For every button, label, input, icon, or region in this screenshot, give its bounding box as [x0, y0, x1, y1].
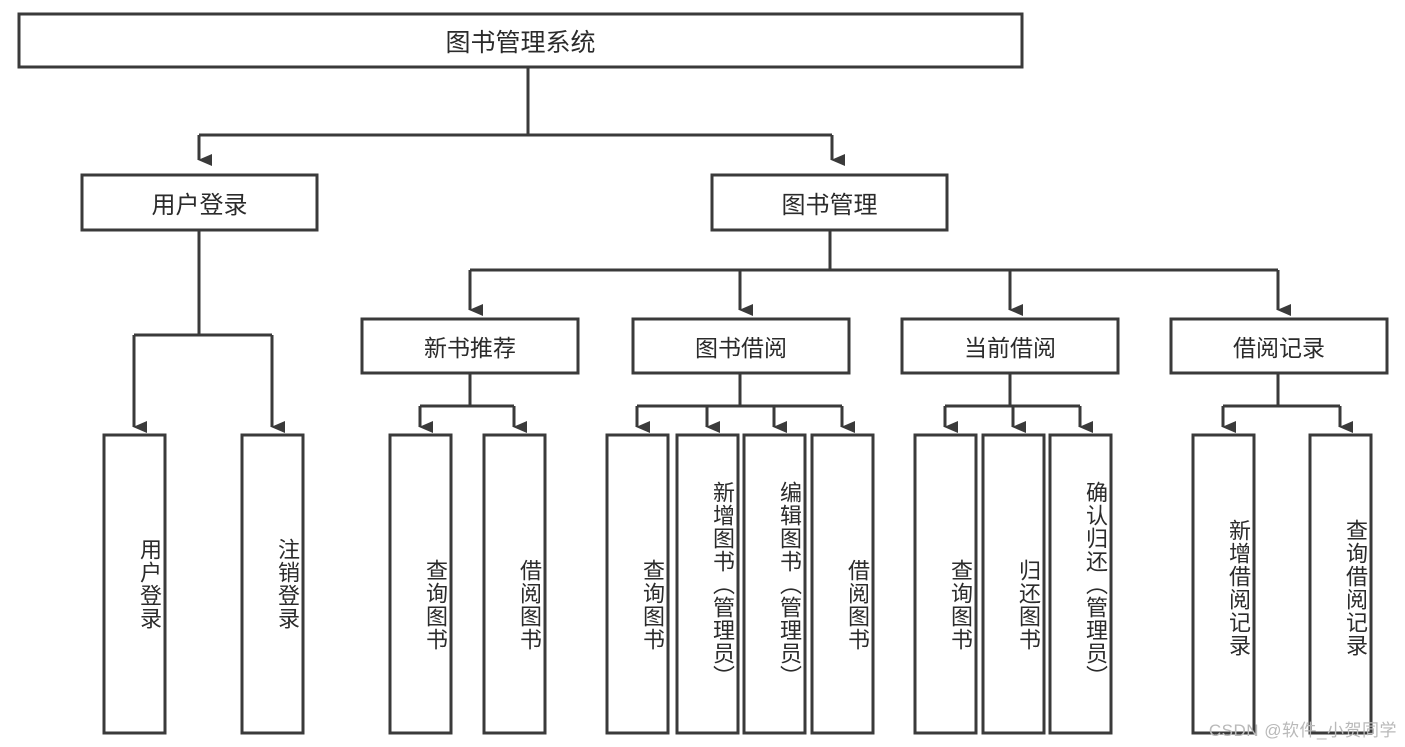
node-root-box — [17, 12, 1024, 69]
node-leaf-borrow-book-1-box — [482, 433, 547, 735]
node-leaf-borrow-book-2-box — [810, 433, 875, 735]
node-leaf-query-book-3-box — [913, 433, 978, 735]
node-new-book-recommend-box — [360, 317, 580, 375]
node-leaf-query-book-1-box — [388, 433, 453, 735]
node-borrow-record-box — [1169, 317, 1389, 375]
node-leaf-logout-box — [240, 433, 305, 735]
node-user-login-box — [80, 173, 319, 232]
node-leaf-query-book-2-box — [605, 433, 670, 735]
node-leaf-query-record-box — [1308, 433, 1373, 735]
node-book-management-box — [710, 173, 949, 232]
node-current-borrow-box — [900, 317, 1120, 375]
node-leaf-add-book-box — [675, 433, 740, 735]
node-leaf-confirm-return-box — [1048, 433, 1113, 735]
node-leaf-user-login-box — [102, 433, 167, 735]
node-leaf-add-record-box — [1191, 433, 1256, 735]
node-book-borrow-box — [631, 317, 851, 375]
node-leaf-edit-book-box — [742, 433, 807, 735]
node-leaf-return-book-box — [981, 433, 1046, 735]
